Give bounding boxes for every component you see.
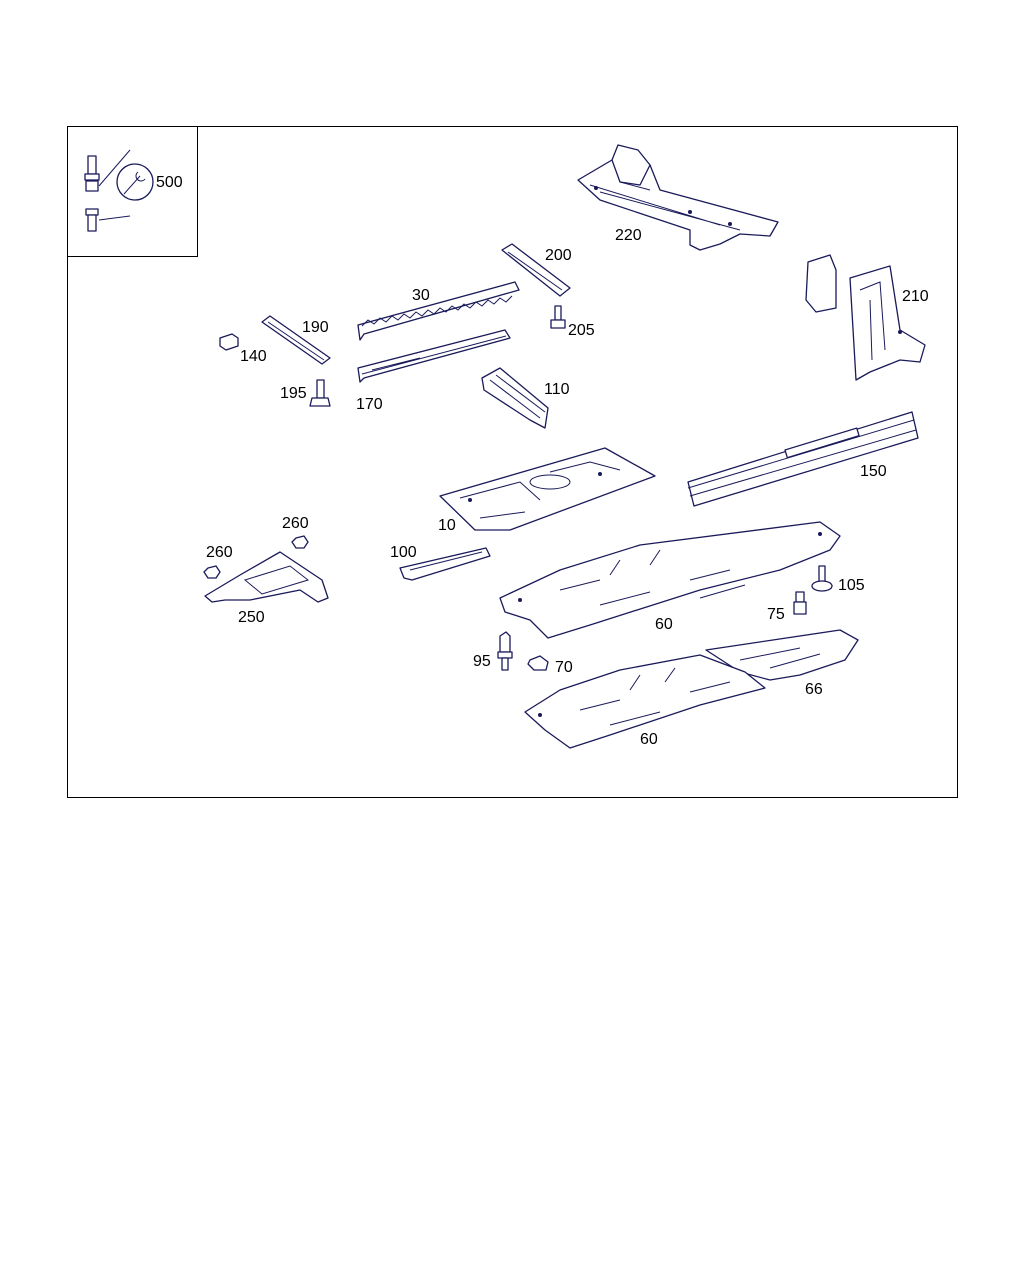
part-10-floor-panel bbox=[439, 447, 656, 531]
label-10: 10 bbox=[438, 517, 456, 534]
part-100-strip bbox=[399, 547, 491, 581]
diagram-frame bbox=[67, 126, 958, 798]
label-30: 30 bbox=[412, 287, 430, 304]
label-260-left: 260 bbox=[206, 544, 233, 561]
label-500: 500 bbox=[156, 174, 183, 191]
part-250-bracket bbox=[204, 551, 329, 603]
part-95-rivet bbox=[497, 631, 513, 671]
part-60-underbody-lower bbox=[524, 654, 766, 749]
part-110-crossmember bbox=[481, 367, 549, 429]
label-260-upper: 260 bbox=[282, 515, 309, 532]
label-66: 66 bbox=[805, 681, 823, 698]
bolt-icon bbox=[84, 149, 131, 232]
part-170-side-member bbox=[357, 329, 511, 383]
part-60-underbody-upper bbox=[499, 521, 841, 639]
part-260-nut-upper bbox=[291, 535, 309, 549]
label-250: 250 bbox=[238, 609, 265, 626]
label-195: 195 bbox=[280, 385, 307, 402]
label-150: 150 bbox=[860, 463, 887, 480]
wrench-icon bbox=[116, 163, 154, 201]
label-70: 70 bbox=[555, 659, 573, 676]
part-66-panel bbox=[705, 629, 859, 681]
label-60-upper: 60 bbox=[655, 616, 673, 633]
part-75-clip bbox=[793, 591, 807, 615]
part-200-bracket bbox=[501, 243, 571, 297]
part-150-rail bbox=[687, 411, 919, 507]
label-60-lower: 60 bbox=[640, 731, 658, 748]
part-70-nut bbox=[527, 655, 549, 671]
tool-inset-box bbox=[67, 126, 198, 257]
label-190: 190 bbox=[302, 319, 329, 336]
label-105: 105 bbox=[838, 577, 865, 594]
part-105-screw bbox=[811, 565, 833, 592]
part-195-bolt bbox=[309, 379, 331, 407]
label-140: 140 bbox=[240, 348, 267, 365]
part-210-rear-bracket bbox=[805, 254, 926, 381]
label-95: 95 bbox=[473, 653, 491, 670]
part-190-strap bbox=[261, 315, 331, 365]
part-260-nut-left bbox=[203, 565, 221, 579]
part-140-clip bbox=[219, 333, 239, 351]
part-220-front-member bbox=[577, 144, 779, 251]
label-170: 170 bbox=[356, 396, 383, 413]
part-30-reinforcement bbox=[357, 281, 520, 341]
part-205-bolt bbox=[550, 305, 566, 329]
label-210: 210 bbox=[902, 288, 929, 305]
label-220: 220 bbox=[615, 227, 642, 244]
label-110: 110 bbox=[544, 381, 570, 398]
label-205: 205 bbox=[568, 322, 595, 339]
label-75: 75 bbox=[767, 606, 785, 623]
label-100: 100 bbox=[390, 544, 417, 561]
label-200: 200 bbox=[545, 247, 572, 264]
